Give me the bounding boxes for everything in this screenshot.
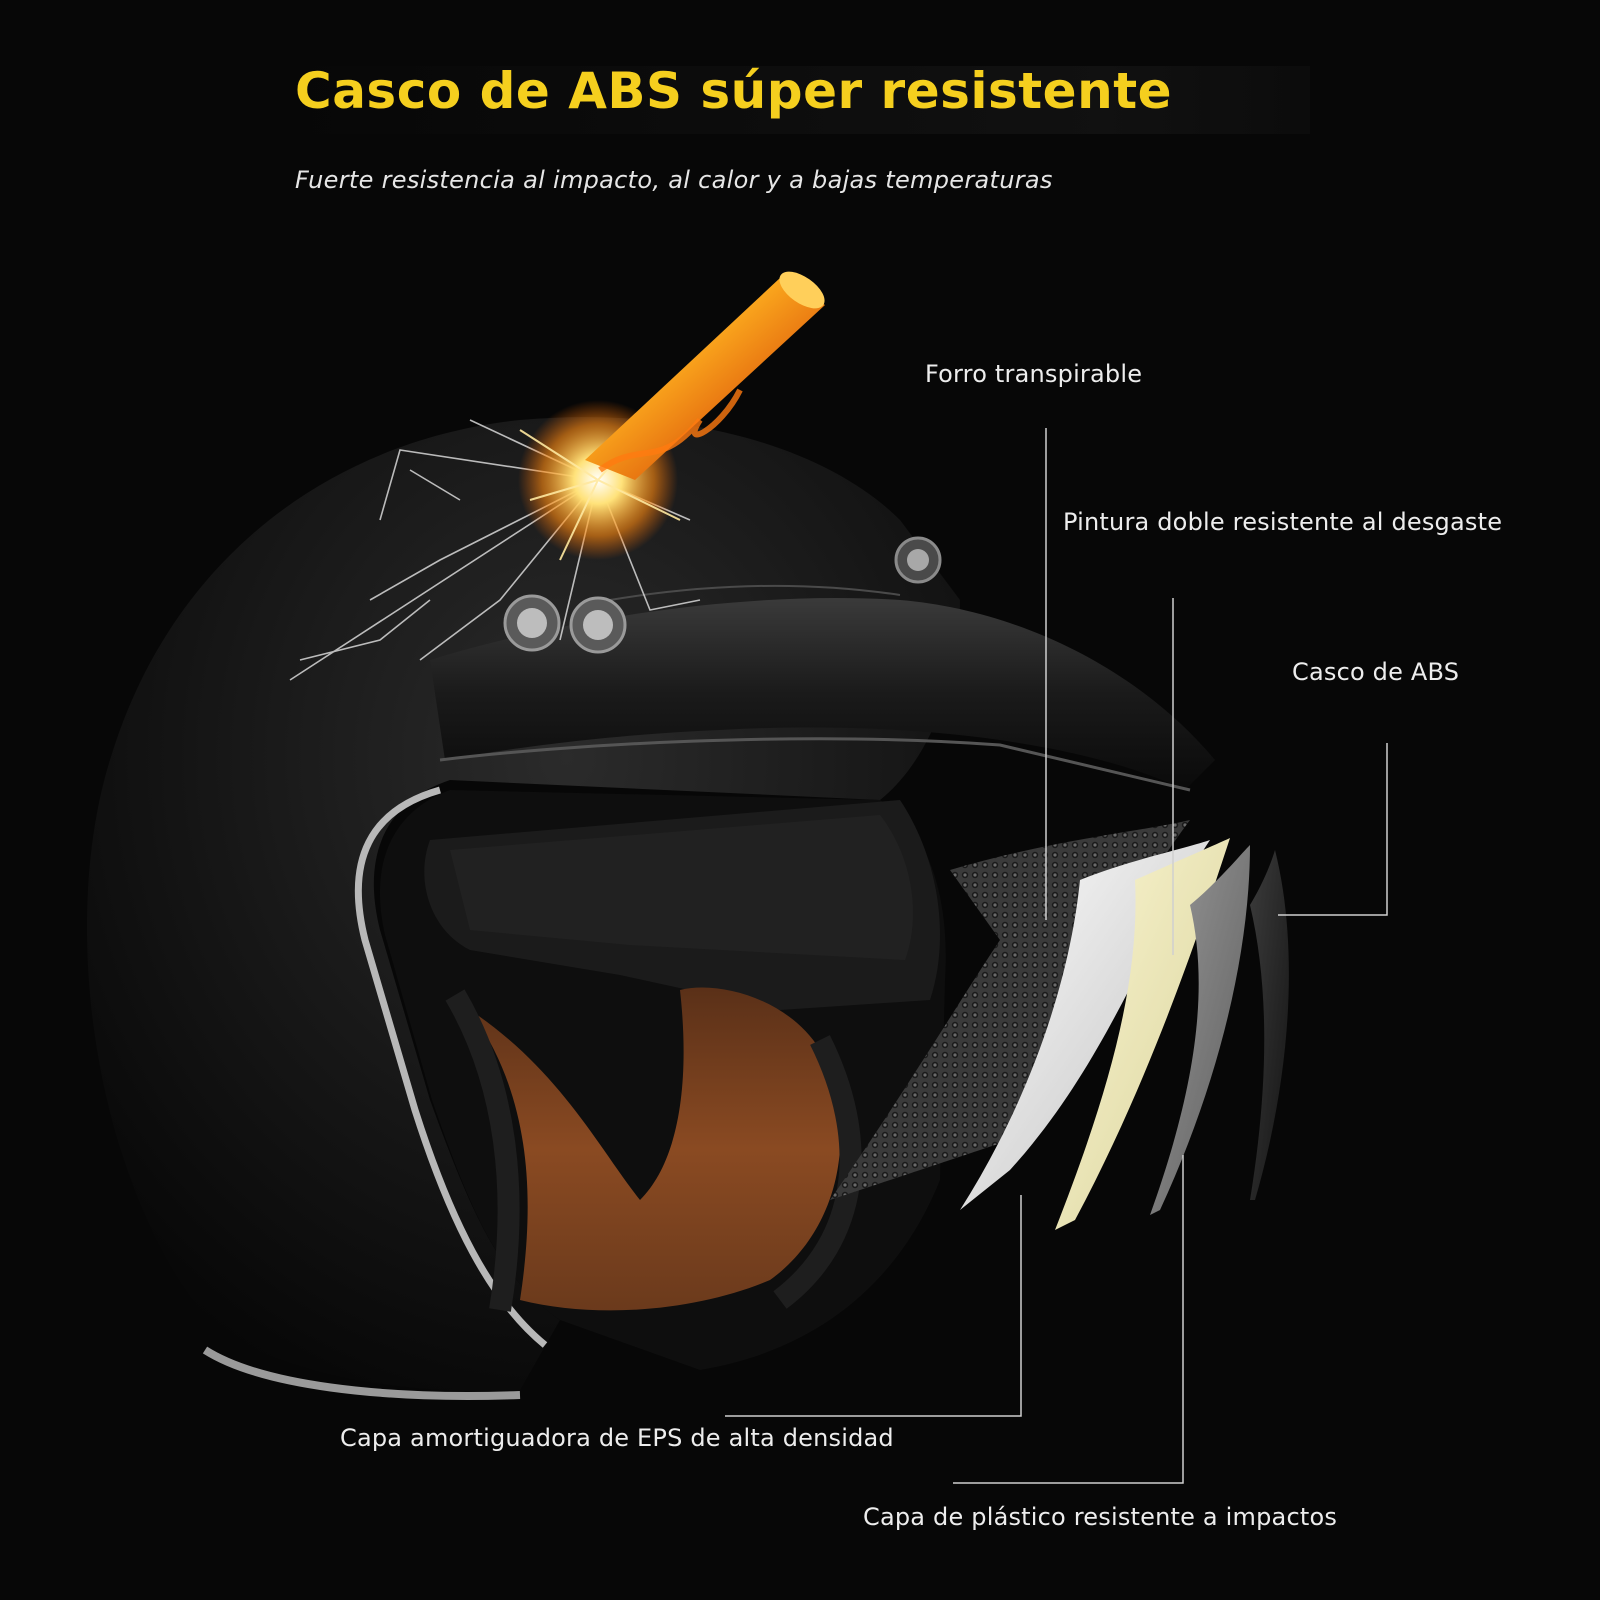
callout-plastic-layer: Capa de plástico resistente a impactos: [863, 1503, 1338, 1531]
callout-breathable-lining: Forro transpirable: [925, 360, 1143, 388]
layer-cream-eps: [1055, 838, 1230, 1230]
callout-double-paint: Pintura doble resistente al desgaste: [1063, 508, 1503, 536]
flaming-rod: [585, 271, 825, 480]
leader-plastic-layer: [953, 1155, 1184, 1484]
helmet-visor: [430, 584, 1215, 792]
layer-dark-abs: [1250, 850, 1289, 1200]
title-backdrop: [290, 66, 1310, 134]
leader-abs-shell: [1278, 743, 1388, 916]
page-subtitle: Fuerte resistencia al impacto, al calor …: [295, 166, 1053, 194]
leader-lines: [725, 428, 1388, 1484]
snap-buttons: [503, 536, 942, 654]
leader-eps-layer: [725, 1195, 1022, 1417]
callout-eps-layer: Capa amortiguadora de EPS de alta densid…: [340, 1424, 894, 1452]
page-title: Casco de ABS súper resistente: [295, 62, 1172, 120]
layer-grey-plastic: [1150, 845, 1250, 1215]
callout-abs-shell: Casco de ABS: [1292, 658, 1460, 686]
helmet-interior: [379, 790, 946, 1370]
layer-stack: [830, 820, 1289, 1230]
